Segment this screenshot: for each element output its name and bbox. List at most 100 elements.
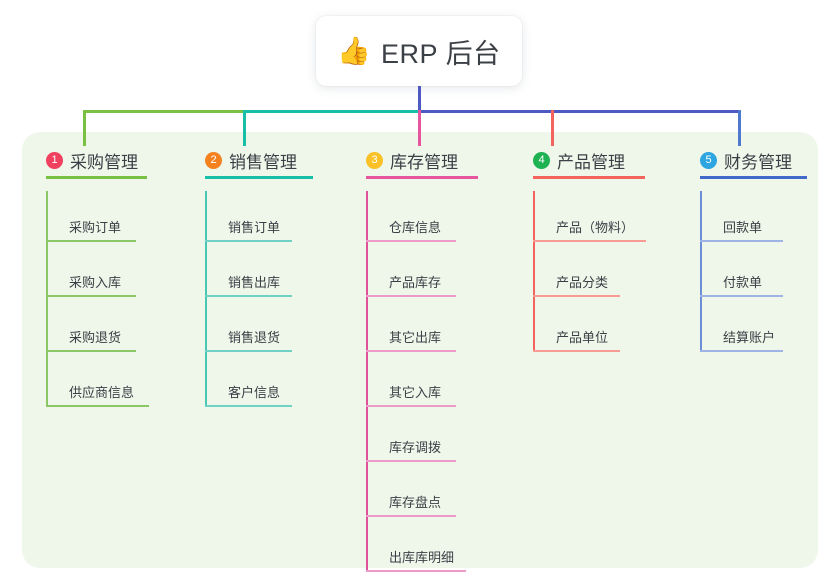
leaf-item-rule	[205, 295, 292, 297]
root-node[interactable]: 👍 ERP 后台	[316, 16, 522, 86]
leaf-item-label: 回款单	[723, 220, 763, 235]
drop-connector-3	[418, 110, 421, 146]
drop-connector-5	[738, 110, 741, 146]
leaf-item-rule	[366, 570, 466, 572]
branch-header-label: 财务管理	[724, 152, 792, 172]
branch-header-rule	[533, 176, 645, 179]
leaf-item[interactable]: 产品单位	[533, 301, 625, 356]
leaf-item-label: 结算账户	[723, 330, 776, 345]
branch-column-3: 3 库存管理仓库信息产品库存其它出库其它入库库存调拨库存盘点出库库明细	[366, 143, 478, 576]
bus-segment-right	[418, 110, 741, 113]
leaf-item[interactable]: 采购退货	[46, 301, 138, 356]
leaf-item[interactable]: 采购入库	[46, 246, 138, 301]
leaf-item-label: 仓库信息	[389, 220, 442, 235]
leaf-item-label: 产品（物料）	[556, 220, 635, 235]
leaf-item-label: 采购退货	[69, 330, 122, 345]
leaf-item-label: 采购入库	[69, 275, 122, 290]
leaf-item[interactable]: 结算账户	[700, 301, 792, 356]
leaf-item-rule	[700, 240, 783, 242]
branch-spine	[533, 191, 535, 352]
leaf-item[interactable]: 采购订单	[46, 191, 138, 246]
branch-index-badge: 1	[46, 151, 63, 169]
leaf-item-rule	[533, 240, 646, 242]
branch-header-2[interactable]: 2 销售管理	[205, 143, 313, 179]
leaf-item-label: 采购订单	[69, 220, 122, 235]
leaf-item-label: 其它出库	[389, 330, 442, 345]
leaf-item[interactable]: 付款单	[700, 246, 792, 301]
branch-spine	[366, 191, 368, 572]
leaf-item-rule	[700, 350, 783, 352]
leaf-item-rule	[46, 240, 136, 242]
leaf-item[interactable]: 销售出库	[205, 246, 297, 301]
branch-spine	[46, 191, 48, 407]
branch-header-rule	[205, 176, 313, 179]
bus-segment-mid	[243, 110, 420, 113]
leaf-item-label: 销售出库	[228, 275, 281, 290]
leaf-item-label: 销售退货	[228, 330, 281, 345]
leaf-item[interactable]: 产品库存	[366, 246, 458, 301]
leaf-item-rule	[533, 295, 620, 297]
leaf-item-rule	[700, 295, 783, 297]
leaf-item[interactable]: 供应商信息	[46, 356, 149, 411]
leaf-item[interactable]: 销售订单	[205, 191, 297, 246]
leaf-item[interactable]: 其它入库	[366, 356, 458, 411]
leaf-item-label: 其它入库	[389, 385, 442, 400]
leaf-item-rule	[366, 295, 456, 297]
branch-index-badge: 2	[205, 151, 222, 169]
leaf-item[interactable]: 客户信息	[205, 356, 297, 411]
leaf-item[interactable]: 产品（物料）	[533, 191, 646, 246]
leaf-item-rule	[366, 240, 456, 242]
leaf-item-label: 供应商信息	[69, 385, 135, 400]
leaf-item-rule	[205, 350, 292, 352]
leaf-item-rule	[205, 240, 292, 242]
leaf-item-rule	[366, 405, 456, 407]
bus-segment-left	[83, 110, 245, 113]
leaf-item[interactable]: 回款单	[700, 191, 792, 246]
branch-header-rule	[366, 176, 478, 179]
root-node-title: ERP 后台	[381, 38, 501, 69]
branch-items-2: 销售订单销售出库销售退货客户信息	[205, 191, 297, 411]
branch-header-4[interactable]: 4 产品管理	[533, 143, 645, 179]
thumbs-up-icon: 👍	[337, 35, 372, 66]
branch-index-badge: 3	[366, 151, 383, 169]
branch-header-label: 销售管理	[229, 152, 297, 172]
branch-header-rule	[700, 176, 807, 179]
leaf-item-label: 产品分类	[556, 275, 609, 290]
leaf-item-rule	[366, 515, 456, 517]
branch-items-1: 采购订单采购入库采购退货供应商信息	[46, 191, 149, 411]
branch-header-rule	[46, 176, 147, 179]
branch-header-label: 库存管理	[390, 152, 458, 172]
leaf-item-label: 库存调拨	[389, 440, 442, 455]
leaf-item-label: 产品库存	[389, 275, 442, 290]
drop-connector-4	[551, 110, 554, 146]
branch-items-5: 回款单付款单结算账户	[700, 191, 792, 356]
leaf-item[interactable]: 其它出库	[366, 301, 458, 356]
leaf-item[interactable]: 产品分类	[533, 246, 625, 301]
leaf-item-label: 产品单位	[556, 330, 609, 345]
branch-index-badge: 5	[700, 151, 717, 169]
leaf-item-label: 付款单	[723, 275, 763, 290]
leaf-item-rule	[46, 350, 136, 352]
leaf-item-label: 出库库明细	[389, 550, 455, 565]
branch-items-3: 仓库信息产品库存其它出库其它入库库存调拨库存盘点出库库明细	[366, 191, 466, 576]
branch-spine	[700, 191, 702, 352]
leaf-item[interactable]: 出库库明细	[366, 521, 466, 576]
leaf-item-rule	[366, 350, 456, 352]
branch-column-4: 4 产品管理产品（物料） 产品分类产品单位	[533, 143, 646, 356]
root-stem-connector	[418, 86, 421, 113]
leaf-item-rule	[205, 405, 292, 407]
leaf-item[interactable]: 库存盘点	[366, 466, 458, 521]
leaf-item-label: 客户信息	[228, 385, 281, 400]
leaf-item[interactable]: 销售退货	[205, 301, 297, 356]
leaf-item-rule	[46, 405, 149, 407]
branch-header-3[interactable]: 3 库存管理	[366, 143, 478, 179]
branch-header-5[interactable]: 5 财务管理	[700, 143, 807, 179]
branch-index-badge: 4	[533, 151, 550, 169]
branch-items-4: 产品（物料） 产品分类产品单位	[533, 191, 646, 356]
drop-connector-1	[83, 110, 86, 146]
branch-header-label: 产品管理	[557, 152, 625, 172]
leaf-item[interactable]: 仓库信息	[366, 191, 458, 246]
leaf-item[interactable]: 库存调拨	[366, 411, 458, 466]
